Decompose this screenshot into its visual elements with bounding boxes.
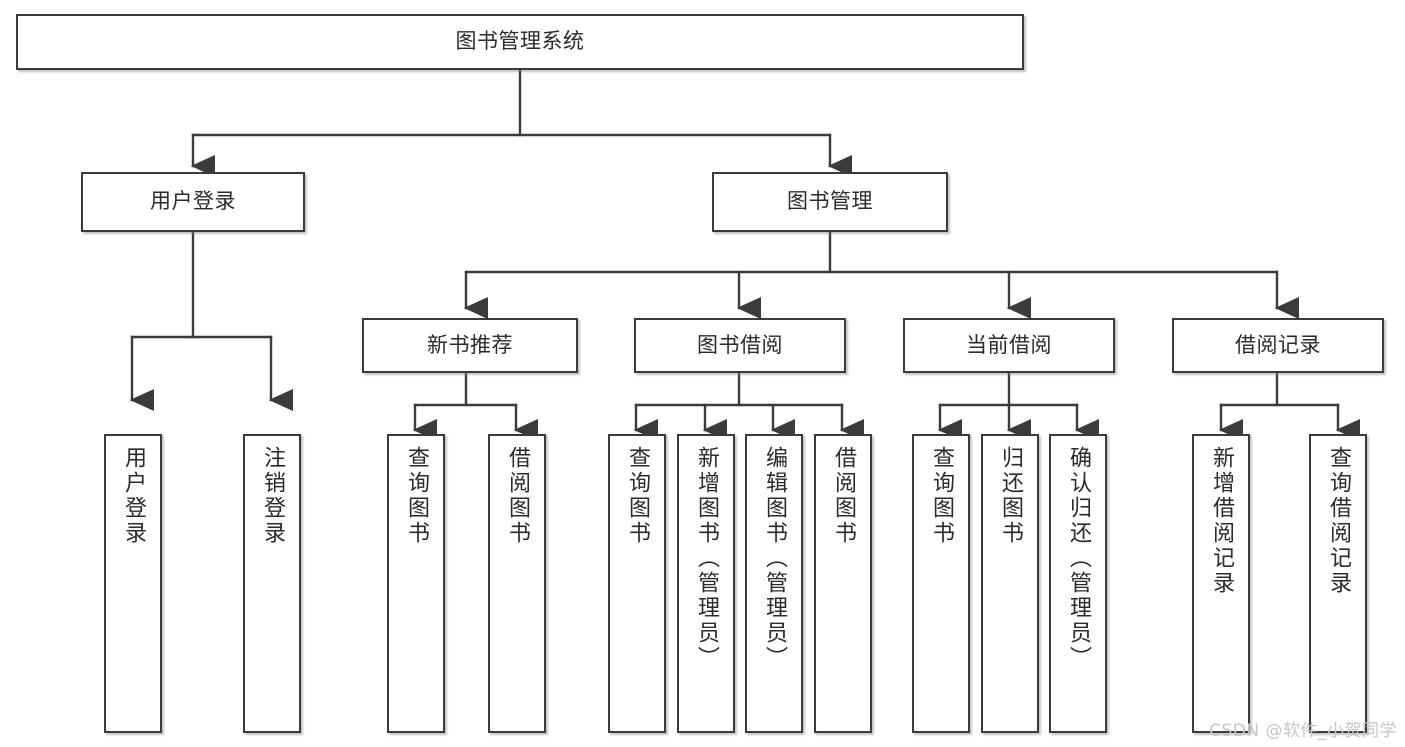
leaf-query-book-borrow[interactable]: 查询图书 [608, 434, 666, 733]
leaf-logout-label: 注销登录 [260, 446, 285, 546]
leaf-return-book-label: 归还图书 [998, 446, 1023, 546]
csdn-watermark: CSDN @软件_小贺同学 [1209, 721, 1397, 741]
node-current-borrow[interactable]: 当前借阅 [903, 318, 1115, 373]
leaf-borrow-book-borrow-label: 借阅图书 [831, 446, 856, 546]
node-current-borrow-label: 当前借阅 [966, 332, 1052, 357]
node-book-borrow-label: 图书借阅 [697, 332, 783, 357]
leaf-add-borrow-record[interactable]: 新增借阅记录 [1192, 434, 1250, 733]
node-user-login[interactable]: 用户登录 [81, 172, 305, 232]
node-root[interactable]: 图书管理系统 [16, 14, 1024, 70]
leaf-borrow-book-newbook[interactable]: 借阅图书 [488, 434, 546, 733]
leaf-add-borrow-record-label: 新增借阅记录 [1209, 446, 1234, 596]
leaf-user-login[interactable]: 用户登录 [104, 434, 162, 733]
node-book-management[interactable]: 图书管理 [712, 172, 948, 232]
leaf-query-book-newbook[interactable]: 查询图书 [387, 434, 445, 733]
leaf-query-book-newbook-label: 查询图书 [404, 446, 429, 546]
leaf-borrow-book-newbook-label: 借阅图书 [505, 446, 530, 546]
node-new-book-recommend-label: 新书推荐 [427, 332, 513, 357]
leaf-edit-book-admin-label: 编辑图书（管理员） [762, 446, 787, 671]
leaf-query-book-current[interactable]: 查询图书 [912, 434, 970, 733]
node-new-book-recommend[interactable]: 新书推荐 [362, 318, 578, 373]
leaf-add-book-admin[interactable]: 新增图书（管理员） [677, 434, 735, 733]
node-user-login-label: 用户登录 [150, 189, 236, 214]
leaf-edit-book-admin[interactable]: 编辑图书（管理员） [745, 434, 803, 733]
node-book-borrow[interactable]: 图书借阅 [634, 318, 846, 373]
leaf-return-book[interactable]: 归还图书 [981, 434, 1039, 733]
leaf-query-book-borrow-label: 查询图书 [625, 446, 650, 546]
leaf-logout[interactable]: 注销登录 [243, 434, 301, 733]
node-borrow-record[interactable]: 借阅记录 [1172, 318, 1384, 373]
leaf-borrow-book-borrow[interactable]: 借阅图书 [814, 434, 872, 733]
leaf-query-borrow-record-label: 查询借阅记录 [1326, 446, 1351, 596]
leaf-confirm-return-admin[interactable]: 确认归还（管理员） [1049, 434, 1107, 733]
leaf-add-book-admin-label: 新增图书（管理员） [694, 446, 719, 671]
leaf-confirm-return-admin-label: 确认归还（管理员） [1066, 446, 1091, 671]
node-root-label: 图书管理系统 [455, 29, 585, 54]
leaf-query-borrow-record[interactable]: 查询借阅记录 [1309, 434, 1367, 733]
leaf-query-book-current-label: 查询图书 [929, 446, 954, 546]
leaf-user-login-label: 用户登录 [121, 446, 146, 546]
node-borrow-record-label: 借阅记录 [1235, 332, 1321, 357]
node-book-management-label: 图书管理 [787, 189, 873, 214]
